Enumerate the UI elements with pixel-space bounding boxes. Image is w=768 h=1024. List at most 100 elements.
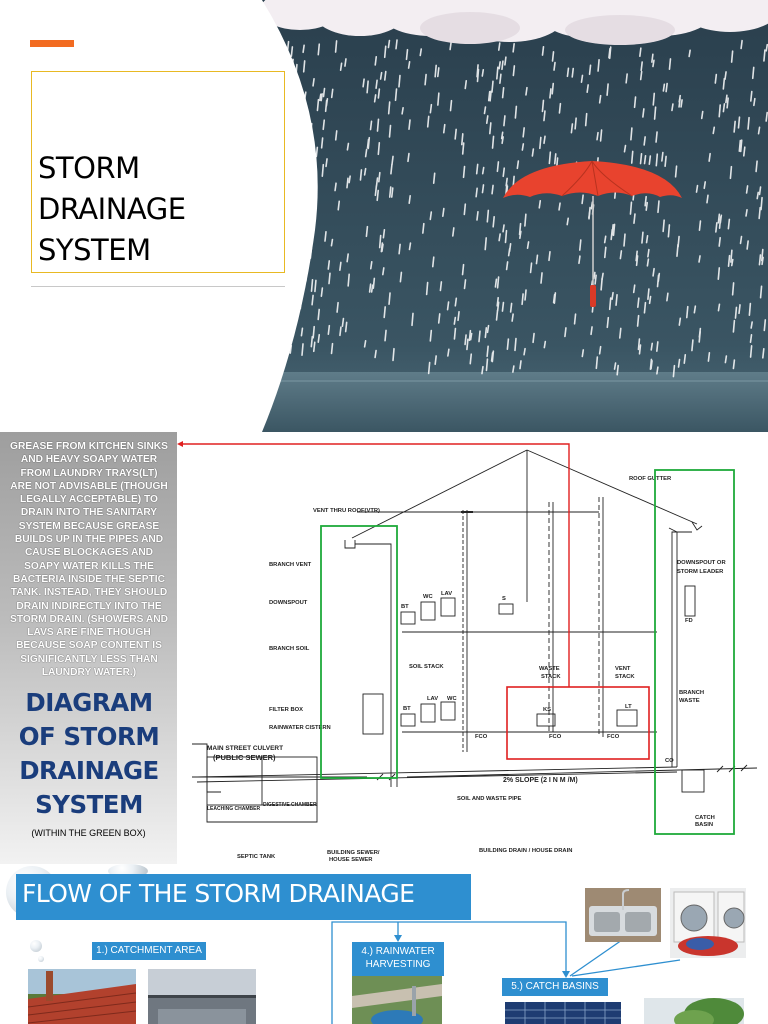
raindrop (483, 106, 487, 115)
raindrop (464, 334, 467, 346)
raindrop (390, 187, 394, 198)
raindrop (481, 184, 485, 194)
raindrop (411, 312, 414, 327)
raindrop (429, 211, 433, 221)
raindrop (718, 216, 722, 229)
raindrop (508, 242, 512, 253)
raindrop (566, 217, 569, 226)
raindrop (727, 254, 731, 267)
raindrop (578, 239, 582, 251)
raindrop (496, 66, 499, 80)
raindrop (521, 293, 524, 306)
flow-slide: FLOW OF THE STORM DRAINAGE 1.) CATCHMENT… (0, 864, 768, 1024)
raindrop (625, 73, 628, 84)
raindrop (336, 301, 339, 313)
raindrop (612, 223, 616, 237)
raindrop (524, 213, 527, 227)
label-roof-gutter: ROOF GUTTER (629, 476, 672, 482)
raindrop (442, 207, 445, 217)
raindrop (330, 342, 334, 355)
raindrop (538, 199, 542, 209)
raindrop (635, 255, 639, 267)
raindrop (643, 136, 646, 146)
raindrop (434, 64, 437, 78)
label-main-street-culvert: MAIN STREET CULVERT (207, 745, 283, 752)
raindrop (595, 356, 599, 370)
raindrop (529, 262, 533, 274)
raindrop (674, 165, 678, 178)
raindrop (639, 70, 643, 81)
raindrop (344, 321, 348, 333)
raindrop (652, 59, 655, 68)
raindrop (378, 234, 382, 249)
label-fco-3: FCO (607, 734, 620, 740)
raindrop (390, 163, 393, 175)
raindrop (496, 276, 500, 289)
raindrop (598, 345, 602, 355)
raindrop (382, 267, 385, 276)
raindrop (749, 90, 753, 102)
raindrop (491, 80, 494, 93)
raindrop (348, 175, 351, 184)
accent-bar (30, 40, 74, 47)
raindrop (656, 274, 660, 288)
raindrop (590, 326, 593, 336)
raindrop (495, 309, 499, 321)
raindrop (476, 64, 479, 78)
raindrop (581, 194, 584, 205)
raindrop (751, 66, 755, 80)
raindrop (339, 326, 342, 337)
raindrop (590, 201, 594, 210)
label-wc: WC (423, 594, 433, 600)
label-building-sewer: BUILDING SEWER/ (327, 850, 380, 856)
raindrop (732, 319, 736, 333)
raindrop (501, 136, 504, 145)
raindrop (652, 92, 656, 106)
raindrop (551, 82, 555, 95)
raindrop (452, 227, 455, 237)
raindrop (311, 294, 314, 306)
raindrop (648, 295, 652, 305)
raindrop (708, 152, 711, 162)
raindrop (486, 209, 490, 223)
raindrop (745, 208, 748, 217)
raindrop (763, 49, 766, 62)
raindrop (618, 327, 622, 339)
raindrop (541, 45, 545, 56)
raindrop (758, 186, 762, 196)
raindrop (454, 297, 458, 307)
raindrop (693, 305, 697, 314)
raindrop (447, 348, 450, 357)
raindrop (469, 353, 473, 365)
raindrop (368, 283, 372, 293)
raindrop (384, 329, 387, 342)
label-bt-2: BT (403, 706, 411, 712)
raindrop (594, 274, 597, 285)
raindrop (318, 93, 322, 102)
raindrop (661, 151, 664, 162)
umbrella-icon (503, 160, 682, 307)
label-stack: STACK (541, 674, 561, 680)
raindrop (453, 327, 457, 340)
raindrop (362, 78, 365, 88)
raindrop (500, 131, 504, 140)
raindrop (328, 272, 331, 285)
raindrop (615, 293, 618, 306)
raindrop (613, 362, 617, 370)
raindrop (698, 330, 702, 343)
raindrop (762, 347, 765, 359)
raindrop (494, 278, 498, 288)
raindrop (532, 332, 535, 344)
raindrop (462, 165, 466, 179)
raindrop (650, 342, 654, 351)
label-branch-vent: BRANCH VENT (269, 562, 312, 568)
raindrop (765, 43, 768, 52)
raindrop (761, 256, 764, 266)
raindrop (512, 65, 516, 77)
raindrop (643, 155, 647, 165)
label-building-drain: BUILDING DRAIN / HOUSE DRAIN (479, 848, 572, 854)
raindrop (623, 144, 627, 153)
raindrop (514, 337, 517, 352)
raindrop (330, 88, 334, 99)
raindrop (714, 73, 718, 84)
